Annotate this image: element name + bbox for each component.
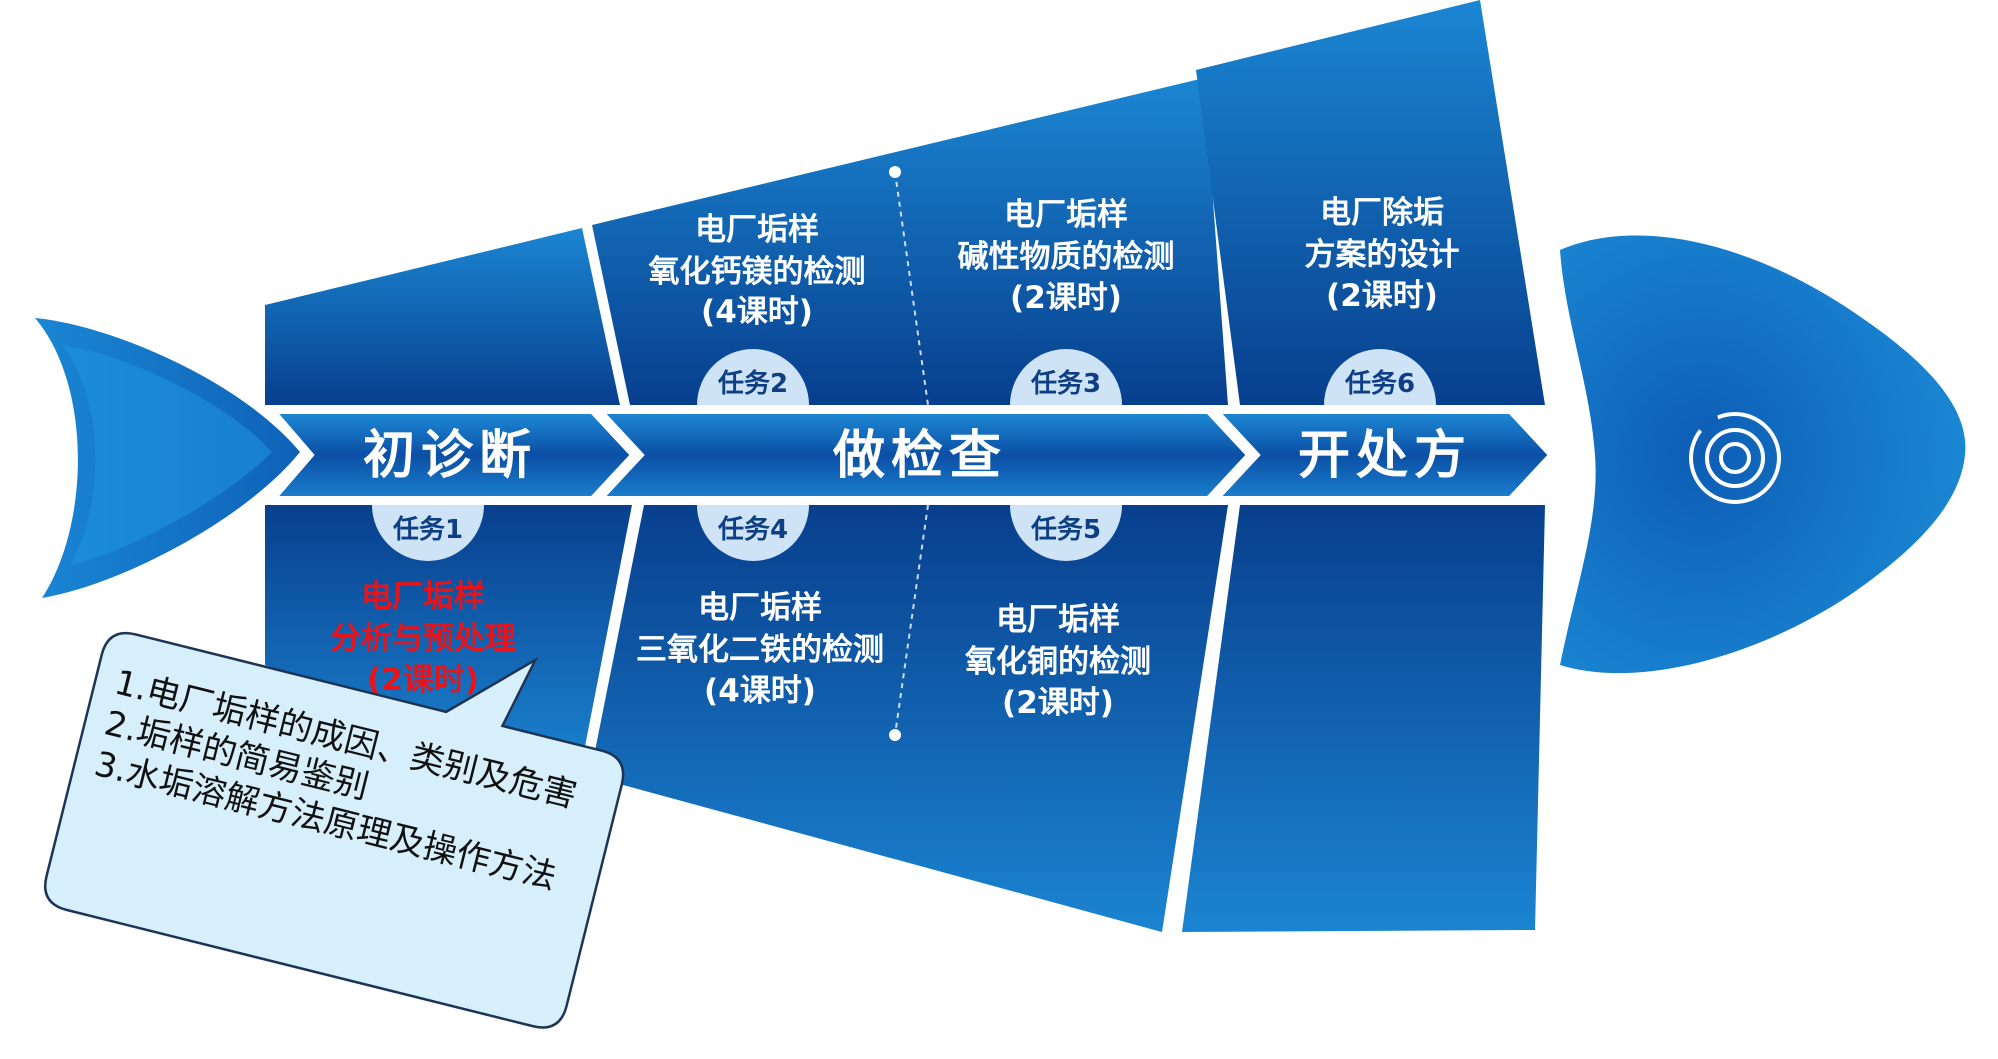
task-4-line-2: 三氧化二铁的检测	[636, 632, 884, 668]
task-6-badge-label: 任务6	[1344, 369, 1415, 399]
lower-panel-2	[590, 505, 1228, 932]
task-4-line-3: (4课时)	[704, 673, 816, 709]
task-1-callout: 1.电厂垢样的成因、类别及危害 2.垢样的简易鉴别 3.水垢溶解方法原理及操作方…	[44, 631, 625, 1029]
task-3-line-3: (2课时)	[1010, 280, 1122, 316]
fish-head	[1560, 235, 1966, 674]
stage-title-prescribe: 开处方	[1298, 426, 1472, 486]
task-descriptions: 电厂垢样 氧化钙镁的检测 (4课时) 电厂垢样 碱性物质的检测 (2课时) 电厂…	[330, 195, 1460, 721]
stage-bar-prescribe	[1213, 410, 1553, 500]
task-3-badge: 任务3	[1010, 349, 1122, 405]
task-6-badge: 任务6	[1324, 349, 1436, 405]
task-4-badge: 任务4	[697, 505, 809, 561]
lower-panels	[265, 505, 1545, 932]
stage-title-diagnose: 初诊断	[363, 426, 537, 486]
task-5-line-1: 电厂垢样	[996, 602, 1120, 638]
upper-panels	[265, 0, 1545, 405]
stage-bar-diagnose	[270, 410, 635, 500]
task-6-line-2: 方案的设计	[1305, 237, 1460, 273]
task-2-line-2: 氧化钙镁的检测	[649, 254, 866, 290]
lower-panel-3	[1182, 505, 1545, 932]
task-1-line-3: (2课时)	[367, 662, 479, 698]
task-5-badge-label: 任务5	[1030, 515, 1101, 545]
lower-panel-1	[265, 505, 632, 772]
task-4-badge-label: 任务4	[717, 515, 788, 545]
task-divider	[889, 166, 929, 741]
task-badges: 任务2 任务3 任务6 任务1 任务4 任务5	[372, 349, 1436, 561]
stage-bars: 初诊断 做检查 开处方	[270, 410, 1553, 500]
task-3-line-2: 碱性物质的检测	[958, 239, 1175, 275]
task-1-line-1: 电厂垢样	[361, 579, 485, 615]
upper-panel-3	[1196, 0, 1545, 405]
task-4-line-1: 电厂垢样	[698, 590, 822, 626]
fish-eye-target-icon	[1689, 412, 1781, 504]
task-1-badge: 任务1	[372, 505, 484, 561]
task-2-line-1: 电厂垢样	[695, 212, 819, 248]
stage-bar-examine	[597, 410, 1251, 500]
task-5-line-3: (2课时)	[1002, 685, 1114, 721]
upper-panel-1	[265, 228, 620, 405]
task-3-badge-label: 任务3	[1030, 369, 1101, 399]
stage-title-examine: 做检查	[832, 426, 1007, 486]
task-5-line-2: 氧化铜的检测	[965, 644, 1151, 680]
task-5-badge: 任务5	[1010, 505, 1122, 561]
task-6-line-3: (2课时)	[1326, 278, 1438, 314]
task-2-badge: 任务2	[697, 349, 809, 405]
task-1-line-2: 分析与预处理	[330, 621, 516, 657]
callout-bubble	[44, 631, 625, 1029]
upper-panel-2	[592, 78, 1228, 405]
fish-tail	[35, 318, 300, 598]
task-1-badge-label: 任务1	[392, 515, 463, 545]
task-6-line-1: 电厂除垢	[1320, 195, 1444, 231]
task-2-badge-label: 任务2	[717, 369, 788, 399]
task-2-line-3: (4课时)	[701, 294, 813, 330]
task-3-line-1: 电厂垢样	[1004, 197, 1128, 233]
